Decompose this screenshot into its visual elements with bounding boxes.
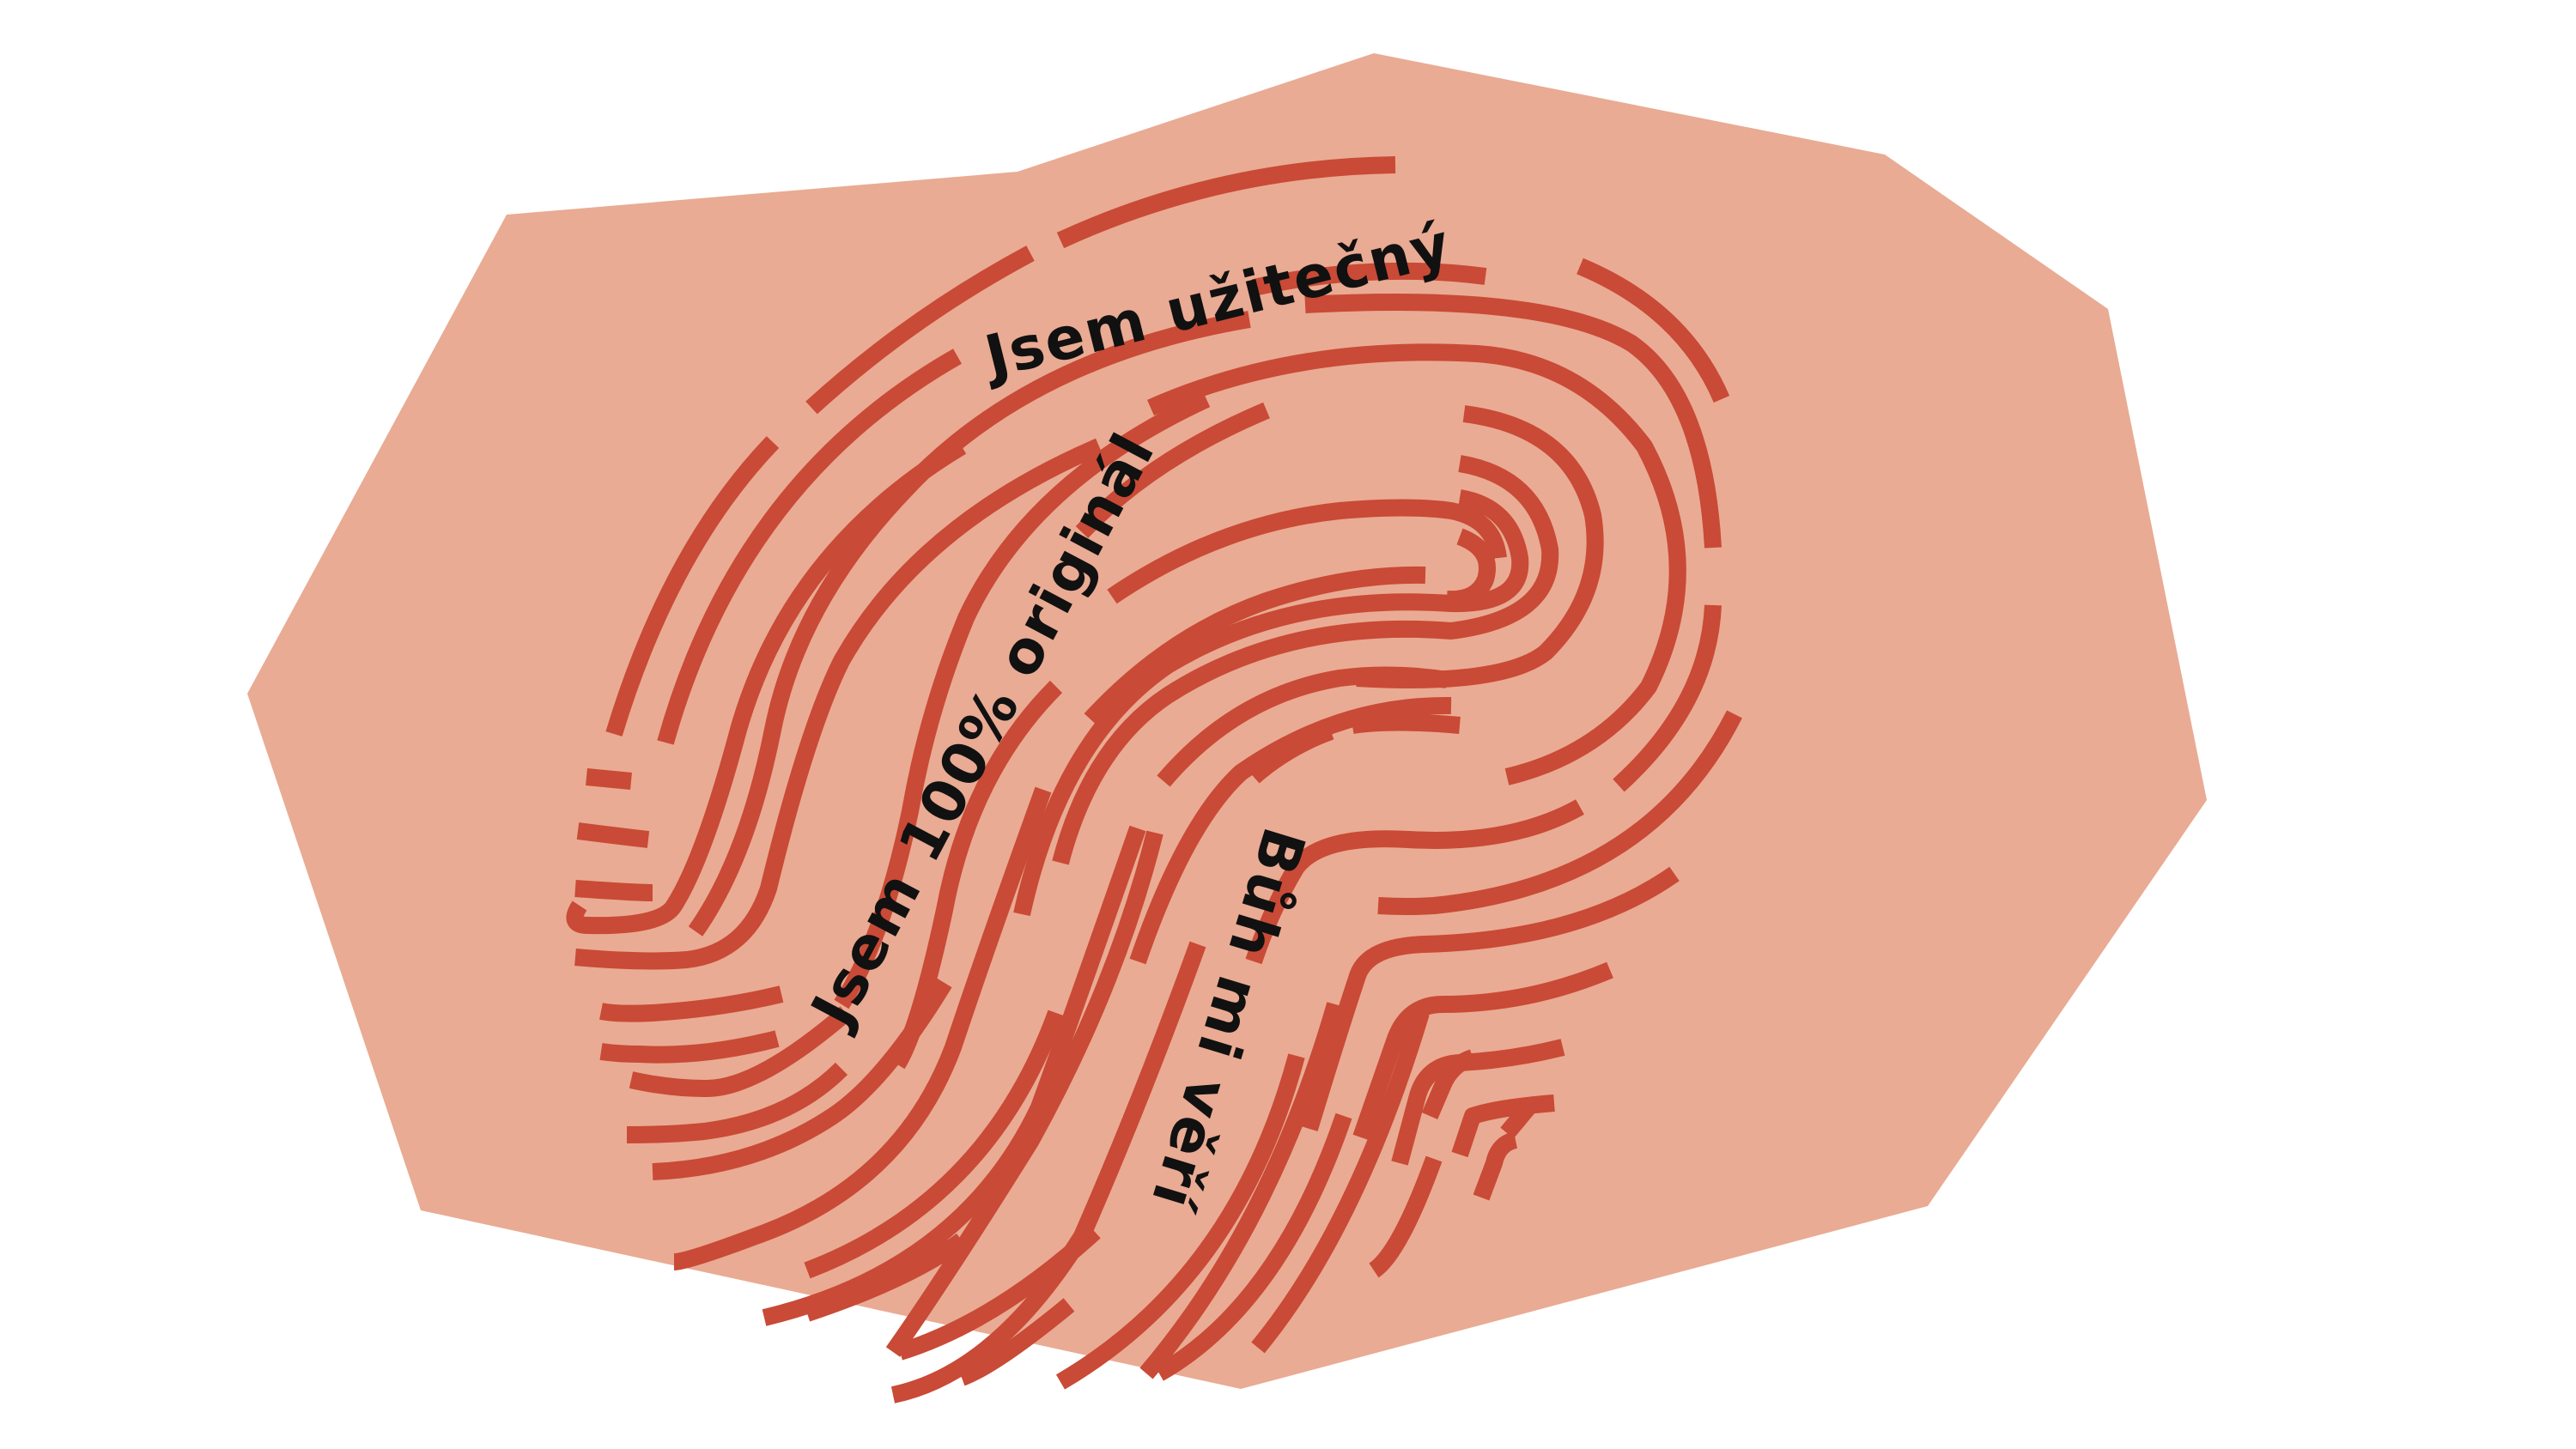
ridge-wave (897, 1225, 1101, 1361)
ridge-core (1013, 489, 1529, 917)
ridge-arc (1304, 294, 1722, 549)
ridge-arc (605, 436, 780, 737)
ridge-wave (1251, 1010, 1430, 1354)
ridge-wave (673, 786, 1052, 1270)
ridge-wave (574, 438, 1103, 970)
ridge-wave (1055, 1053, 1305, 1390)
ridge-dash (576, 822, 650, 848)
ridge-arc (1352, 961, 1613, 1141)
ridge-arc (1500, 1101, 1535, 1139)
ridge-arc (1251, 262, 1487, 296)
ridge-wave (599, 985, 784, 1022)
ridge-wave (804, 1233, 967, 1322)
ridge-arc (1613, 604, 1722, 792)
ridge-core (1107, 499, 1507, 604)
fingerprint-ridges (566, 156, 1742, 1404)
ridge-arc (1377, 710, 1742, 915)
ridge-wave (958, 1298, 1075, 1386)
ridge-dash (586, 768, 632, 790)
ridge-wave (804, 1009, 1065, 1279)
ridge-wave (1368, 1155, 1443, 1278)
ridge-wave (688, 311, 1251, 937)
ridge-core (1446, 528, 1496, 609)
ridge-wave (834, 391, 1211, 1009)
ridge-arc (1473, 1131, 1518, 1201)
ridge-core (1084, 566, 1426, 725)
ridge-core (1356, 405, 1604, 688)
ridge-arc (1577, 258, 1730, 403)
ridge-wave (1139, 1002, 1344, 1379)
ridge-arc (1129, 696, 1452, 965)
ridge-wave (652, 978, 952, 1180)
ridge-dash (574, 880, 653, 901)
ridge-wave (762, 825, 1146, 1326)
ridge-arc (1421, 1049, 1476, 1119)
ridge-arc (1146, 343, 1686, 785)
ridge-core (1052, 455, 1559, 865)
ridge-arc (657, 349, 962, 745)
ridge-wave (1155, 1113, 1352, 1381)
ridge-arc (1451, 1094, 1555, 1158)
ridge-arc (805, 246, 1035, 415)
ridge-wave (1075, 402, 1270, 538)
ridge-arc (1245, 799, 1584, 965)
ridge-core (1157, 666, 1449, 787)
ridge-wave (629, 1006, 852, 1098)
ridge-arc (1301, 866, 1680, 1131)
ridge-wave (566, 439, 967, 935)
ridge-wave (599, 1030, 780, 1064)
ridge-wave (626, 1062, 848, 1143)
ridge-arc (1056, 156, 1396, 249)
